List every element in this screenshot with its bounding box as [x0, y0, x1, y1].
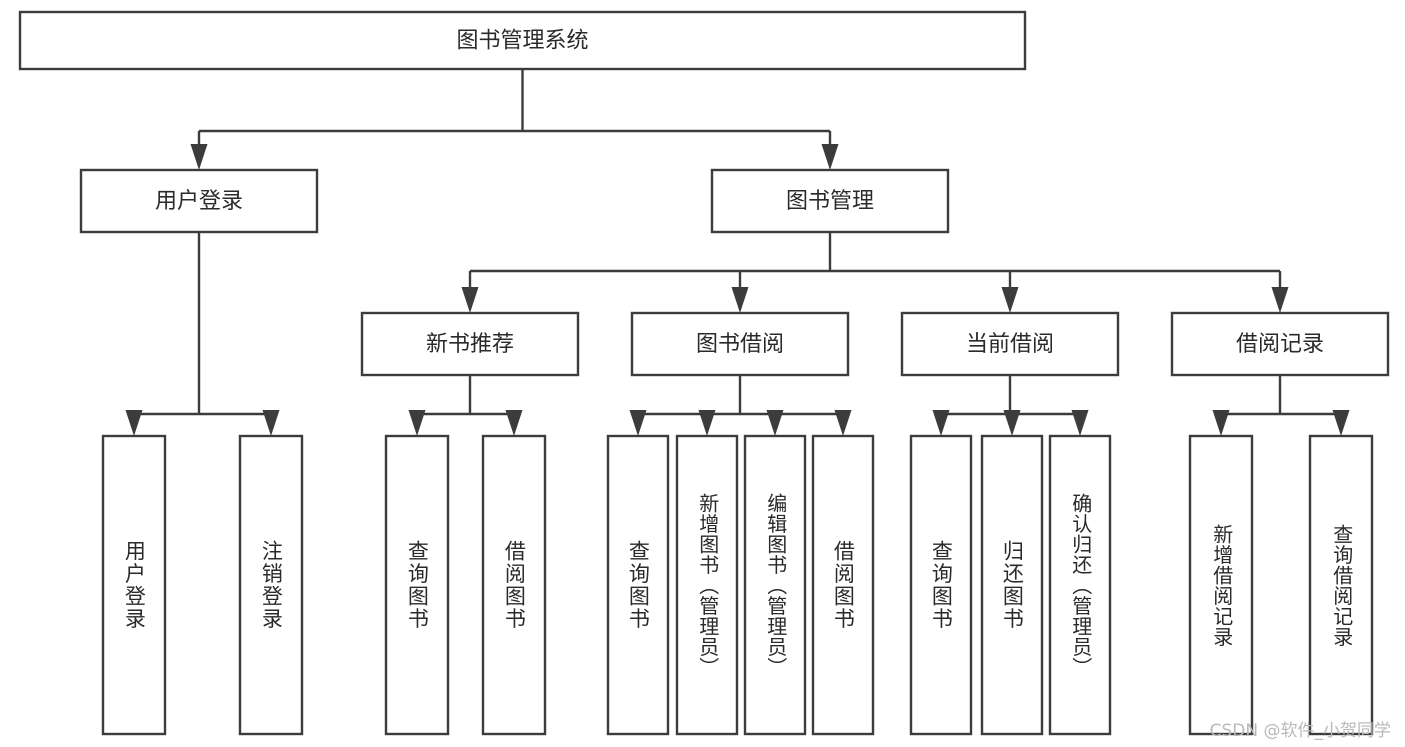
arrow-head-icon [461, 287, 479, 313]
node-level3-3[interactable] [1170, 311, 1390, 377]
arrow-head-icon [505, 410, 523, 436]
node-leaf-5[interactable] [675, 434, 739, 736]
node-leaf-12[interactable] [1308, 434, 1374, 736]
arrow-head-icon [1001, 287, 1019, 313]
node-root-title-label: 图书管理系统 [456, 29, 588, 54]
connector-layer [125, 69, 1350, 436]
arrow-head-icon [408, 410, 426, 436]
arrow-head-icon [731, 287, 749, 313]
node-level3-2[interactable] [900, 311, 1120, 377]
node-leaf-10[interactable] [1048, 434, 1112, 736]
node-leaf-4[interactable] [606, 434, 670, 736]
arrow-head-icon [766, 410, 784, 436]
node-root-title[interactable] [18, 10, 1027, 71]
node-level3-1-label: 图书借阅 [696, 332, 784, 357]
node-leaf-11[interactable] [1188, 434, 1254, 736]
node-level2-0-label: 用户登录 [155, 189, 243, 214]
arrow-head-icon [629, 410, 647, 436]
node-level2-0[interactable] [79, 168, 319, 234]
node-leaf-2[interactable] [384, 434, 450, 736]
node-level3-2-label: 当前借阅 [966, 332, 1054, 357]
arrow-head-icon [190, 144, 208, 170]
node-leaf-9[interactable] [980, 434, 1044, 736]
node-level3-1[interactable] [630, 311, 850, 377]
arrow-head-icon [1212, 410, 1230, 436]
arrow-head-icon [1071, 410, 1089, 436]
node-leaf-3[interactable] [481, 434, 547, 736]
node-leaf-8[interactable] [909, 434, 973, 736]
arrow-head-icon [932, 410, 950, 436]
arrow-head-icon [125, 410, 143, 436]
arrow-head-icon [1332, 410, 1350, 436]
node-level2-1-label: 图书管理 [786, 189, 874, 214]
node-leaf-7[interactable] [811, 434, 875, 736]
arrow-head-icon [1271, 287, 1289, 313]
arrow-head-icon [1003, 410, 1021, 436]
arrow-head-icon [698, 410, 716, 436]
node-leaf-0[interactable] [101, 434, 167, 736]
node-level2-1[interactable] [710, 168, 950, 234]
node-level3-0-label: 新书推荐 [426, 332, 514, 357]
arrow-head-icon [821, 144, 839, 170]
node-level3-3-label: 借阅记录 [1236, 332, 1324, 357]
arrow-head-icon [262, 410, 280, 436]
node-level3-0[interactable] [360, 311, 580, 377]
arrow-head-icon [834, 410, 852, 436]
node-leaf-6[interactable] [743, 434, 807, 736]
node-leaf-1[interactable] [238, 434, 304, 736]
